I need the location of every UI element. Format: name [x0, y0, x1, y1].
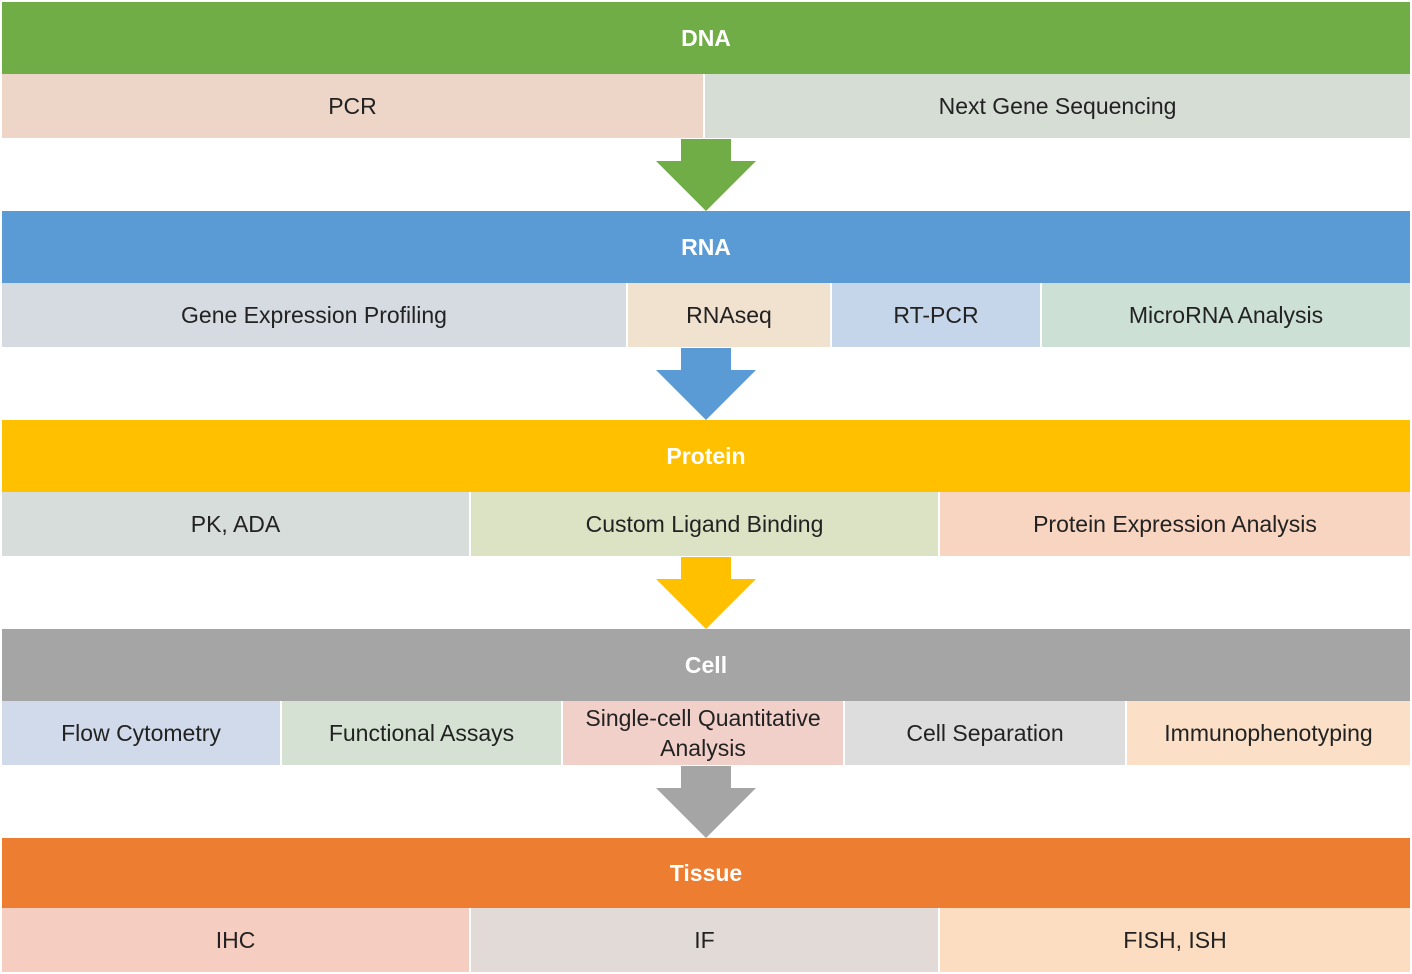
section-title: Cell — [684, 651, 728, 678]
down-arrow-icon — [656, 766, 756, 838]
method-cell: Next Gene Sequencing — [705, 74, 1410, 138]
method-cell: MicroRNA Analysis — [1042, 283, 1410, 347]
arrow-shape — [656, 766, 756, 838]
method-cell: RNAseq — [628, 283, 832, 347]
section-header: Protein — [2, 420, 1410, 492]
section-title: RNA — [681, 233, 731, 260]
method-cell: Immunophenotyping — [1127, 701, 1410, 765]
method-row: IHC IF FISH, ISH — [2, 908, 1410, 972]
method-cell: PCR — [2, 74, 705, 138]
section-rna: RNA Gene Expression Profiling RNAseq RT-… — [2, 211, 1410, 347]
section-protein: Protein PK, ADA Custom Ligand Binding Pr… — [2, 420, 1410, 556]
method-cell: Cell Separation — [845, 701, 1127, 765]
method-cell: Functional Assays — [282, 701, 563, 765]
section-tissue: Tissue IHC IF FISH, ISH — [2, 838, 1410, 972]
section-dna: DNA PCR Next Gene Sequencing — [2, 2, 1410, 138]
method-row: Gene Expression Profiling RNAseq RT-PCR … — [2, 283, 1410, 347]
method-row: PK, ADA Custom Ligand Binding Protein Ex… — [2, 492, 1410, 556]
section-header: RNA — [2, 211, 1410, 283]
down-arrow-icon — [656, 348, 756, 420]
arrow-shape — [656, 348, 756, 420]
method-cell: Single-cell Quantitative Analysis — [563, 701, 845, 765]
section-header: Tissue — [2, 838, 1410, 908]
section-cell: Cell Flow Cytometry Functional Assays Si… — [2, 629, 1410, 765]
method-row: Flow Cytometry Functional Assays Single-… — [2, 701, 1410, 765]
method-cell: FISH, ISH — [940, 908, 1410, 972]
section-title: DNA — [681, 24, 731, 51]
method-cell: Flow Cytometry — [2, 701, 282, 765]
method-cell: IF — [471, 908, 940, 972]
method-cell: Gene Expression Profiling — [2, 283, 628, 347]
method-row: PCR Next Gene Sequencing — [2, 74, 1410, 138]
down-arrow-icon — [656, 557, 756, 629]
section-header: Cell — [2, 629, 1410, 701]
arrow-shape — [656, 557, 756, 629]
section-title: Tissue — [669, 859, 743, 886]
arrow-shape — [656, 139, 756, 211]
down-arrow-icon — [656, 139, 756, 211]
section-header: DNA — [2, 2, 1410, 74]
method-cell: PK, ADA — [2, 492, 471, 556]
section-title: Protein — [666, 442, 746, 469]
method-cell: IHC — [2, 908, 471, 972]
method-cell: RT-PCR — [832, 283, 1042, 347]
method-cell: Protein Expression Analysis — [940, 492, 1410, 556]
method-cell: Custom Ligand Binding — [471, 492, 940, 556]
